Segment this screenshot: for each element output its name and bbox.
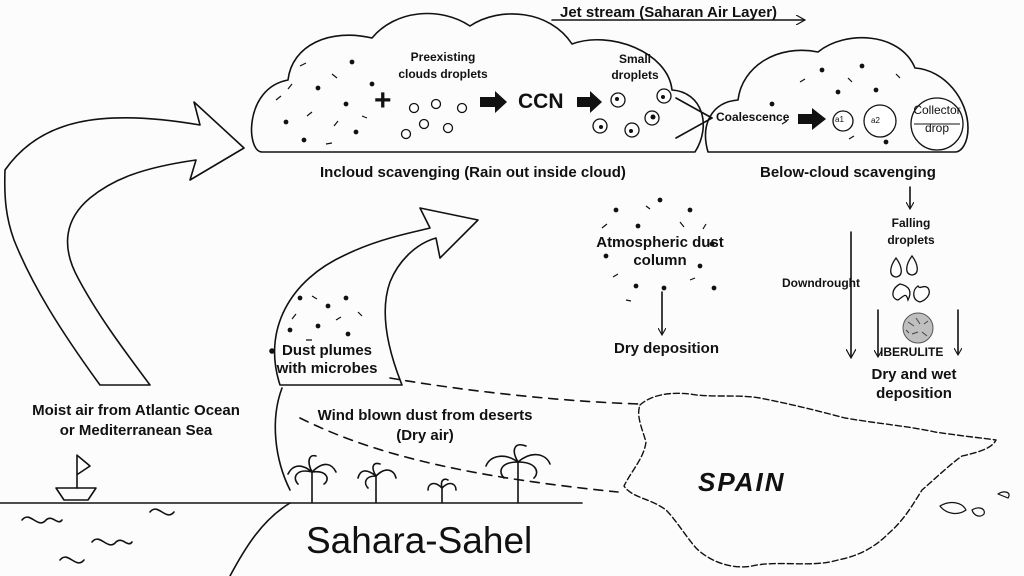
preexisting-line1: Preexisting — [410, 50, 476, 64]
atmospheric-dust-label: Atmospheric dust column — [590, 234, 730, 270]
incloud-scavenging-label: Incloud scavenging (Rain out inside clou… — [320, 164, 626, 181]
wind-blown-line2: (Dry air) — [396, 427, 454, 445]
balearic-island-3 — [997, 491, 1010, 499]
arrow-to-collector — [798, 108, 826, 130]
coalescence-link-lower — [675, 117, 713, 139]
dust-plumes-line1: Dust plumes — [281, 342, 372, 359]
coast-line — [229, 502, 291, 576]
drop-a2 — [863, 104, 897, 138]
sahara-sahel-label: Sahara-Sahel — [306, 520, 533, 561]
arrow-to-small-droplets — [577, 91, 602, 113]
moist-air-arrow — [3, 101, 245, 386]
preexisting-droplets — [400, 98, 468, 140]
incloud-cloud-outline — [250, 12, 704, 153]
ccn-label: CCN — [518, 90, 564, 113]
iberulite-label: IBERULITE — [880, 345, 944, 359]
arrow-to-ccn — [480, 91, 507, 113]
drop-a1 — [832, 110, 854, 132]
dust-plume-particles — [269, 295, 363, 354]
drop-a1-label: a1 — [835, 115, 844, 124]
coalescence-link-upper — [675, 97, 713, 119]
dust-uplift-stem — [274, 387, 291, 491]
drop-a2-label: a2 — [871, 116, 880, 125]
wind-blown-line1: Wind blown dust from deserts — [317, 407, 533, 424]
dry-wet-line2: deposition — [876, 385, 952, 403]
boat-hull — [55, 487, 97, 501]
dust-path-lower — [299, 417, 619, 493]
atmospheric-line1: Atmospheric dust — [596, 234, 724, 251]
falling-droplets-label: Falling droplets — [876, 216, 946, 248]
small-droplets-label: Small droplets — [600, 52, 670, 83]
wind-blown-dust-label: Wind blown dust from deserts (Dry air) — [300, 407, 550, 445]
falling-line1: Falling — [891, 216, 931, 230]
spain-outline — [623, 392, 997, 568]
iberulite-particle — [902, 312, 934, 344]
dust-plumes-label: Dust plumes with microbes — [262, 342, 392, 378]
moist-air-line2: or Mediterranean Sea — [59, 422, 213, 440]
small-droplet-nuclei — [599, 95, 665, 133]
preexisting-droplets-label: Preexisting clouds droplets — [388, 50, 498, 82]
small-line2: droplets — [611, 67, 659, 82]
moist-air-label: Moist air from Atlantic Ocean or Mediter… — [14, 402, 258, 440]
dust-path-upper — [389, 377, 641, 405]
palm-tree-4 — [485, 444, 551, 503]
collector-drop-label: Collector drop — [908, 103, 966, 136]
dust-uplift-arrow — [273, 207, 479, 386]
dry-wet-deposition-label: Dry and wet deposition — [850, 366, 978, 403]
palm-tree-3 — [427, 478, 457, 503]
bold-arrows — [480, 91, 826, 130]
balearic-island-2 — [971, 507, 985, 517]
wave-3 — [149, 508, 175, 516]
dust-plumes-line2: with microbes — [276, 360, 378, 378]
collector-line2: drop — [924, 120, 950, 135]
falling-droplets — [890, 254, 930, 303]
dust-particles-left-cloud — [275, 59, 375, 145]
boat-flag — [77, 455, 91, 475]
spain-label: SPAIN — [698, 467, 786, 497]
dry-deposition-label: Dry deposition — [614, 340, 720, 357]
wave-4 — [59, 556, 85, 564]
downdrought-label: Downdrought — [782, 276, 860, 290]
falling-line2: droplets — [887, 232, 935, 247]
wave-1 — [21, 516, 63, 524]
balearic-island-1 — [939, 501, 967, 515]
below-cloud-scavenging-label: Below-cloud scavenging — [760, 164, 936, 181]
dry-wet-line1: Dry and wet — [871, 366, 957, 383]
dust-particles-right-cloud — [769, 63, 901, 145]
plus-sign: + — [374, 84, 392, 117]
moist-air-line1: Moist air from Atlantic Ocean — [32, 402, 240, 419]
below-cloud-outline — [704, 36, 969, 153]
wave-2 — [91, 538, 133, 546]
atmospheric-line2: column — [633, 252, 687, 270]
jet-stream-label: Jet stream (Saharan Air Layer) — [560, 4, 778, 21]
palm-tree-2 — [357, 462, 397, 503]
palm-tree-1 — [287, 454, 337, 503]
atmospheric-dust-particles — [601, 197, 717, 302]
coalescence-label: Coalescence — [716, 110, 790, 124]
collector-line1: Collector — [913, 103, 961, 117]
small-line1: Small — [618, 52, 651, 66]
preexisting-line2: clouds droplets — [398, 66, 488, 81]
